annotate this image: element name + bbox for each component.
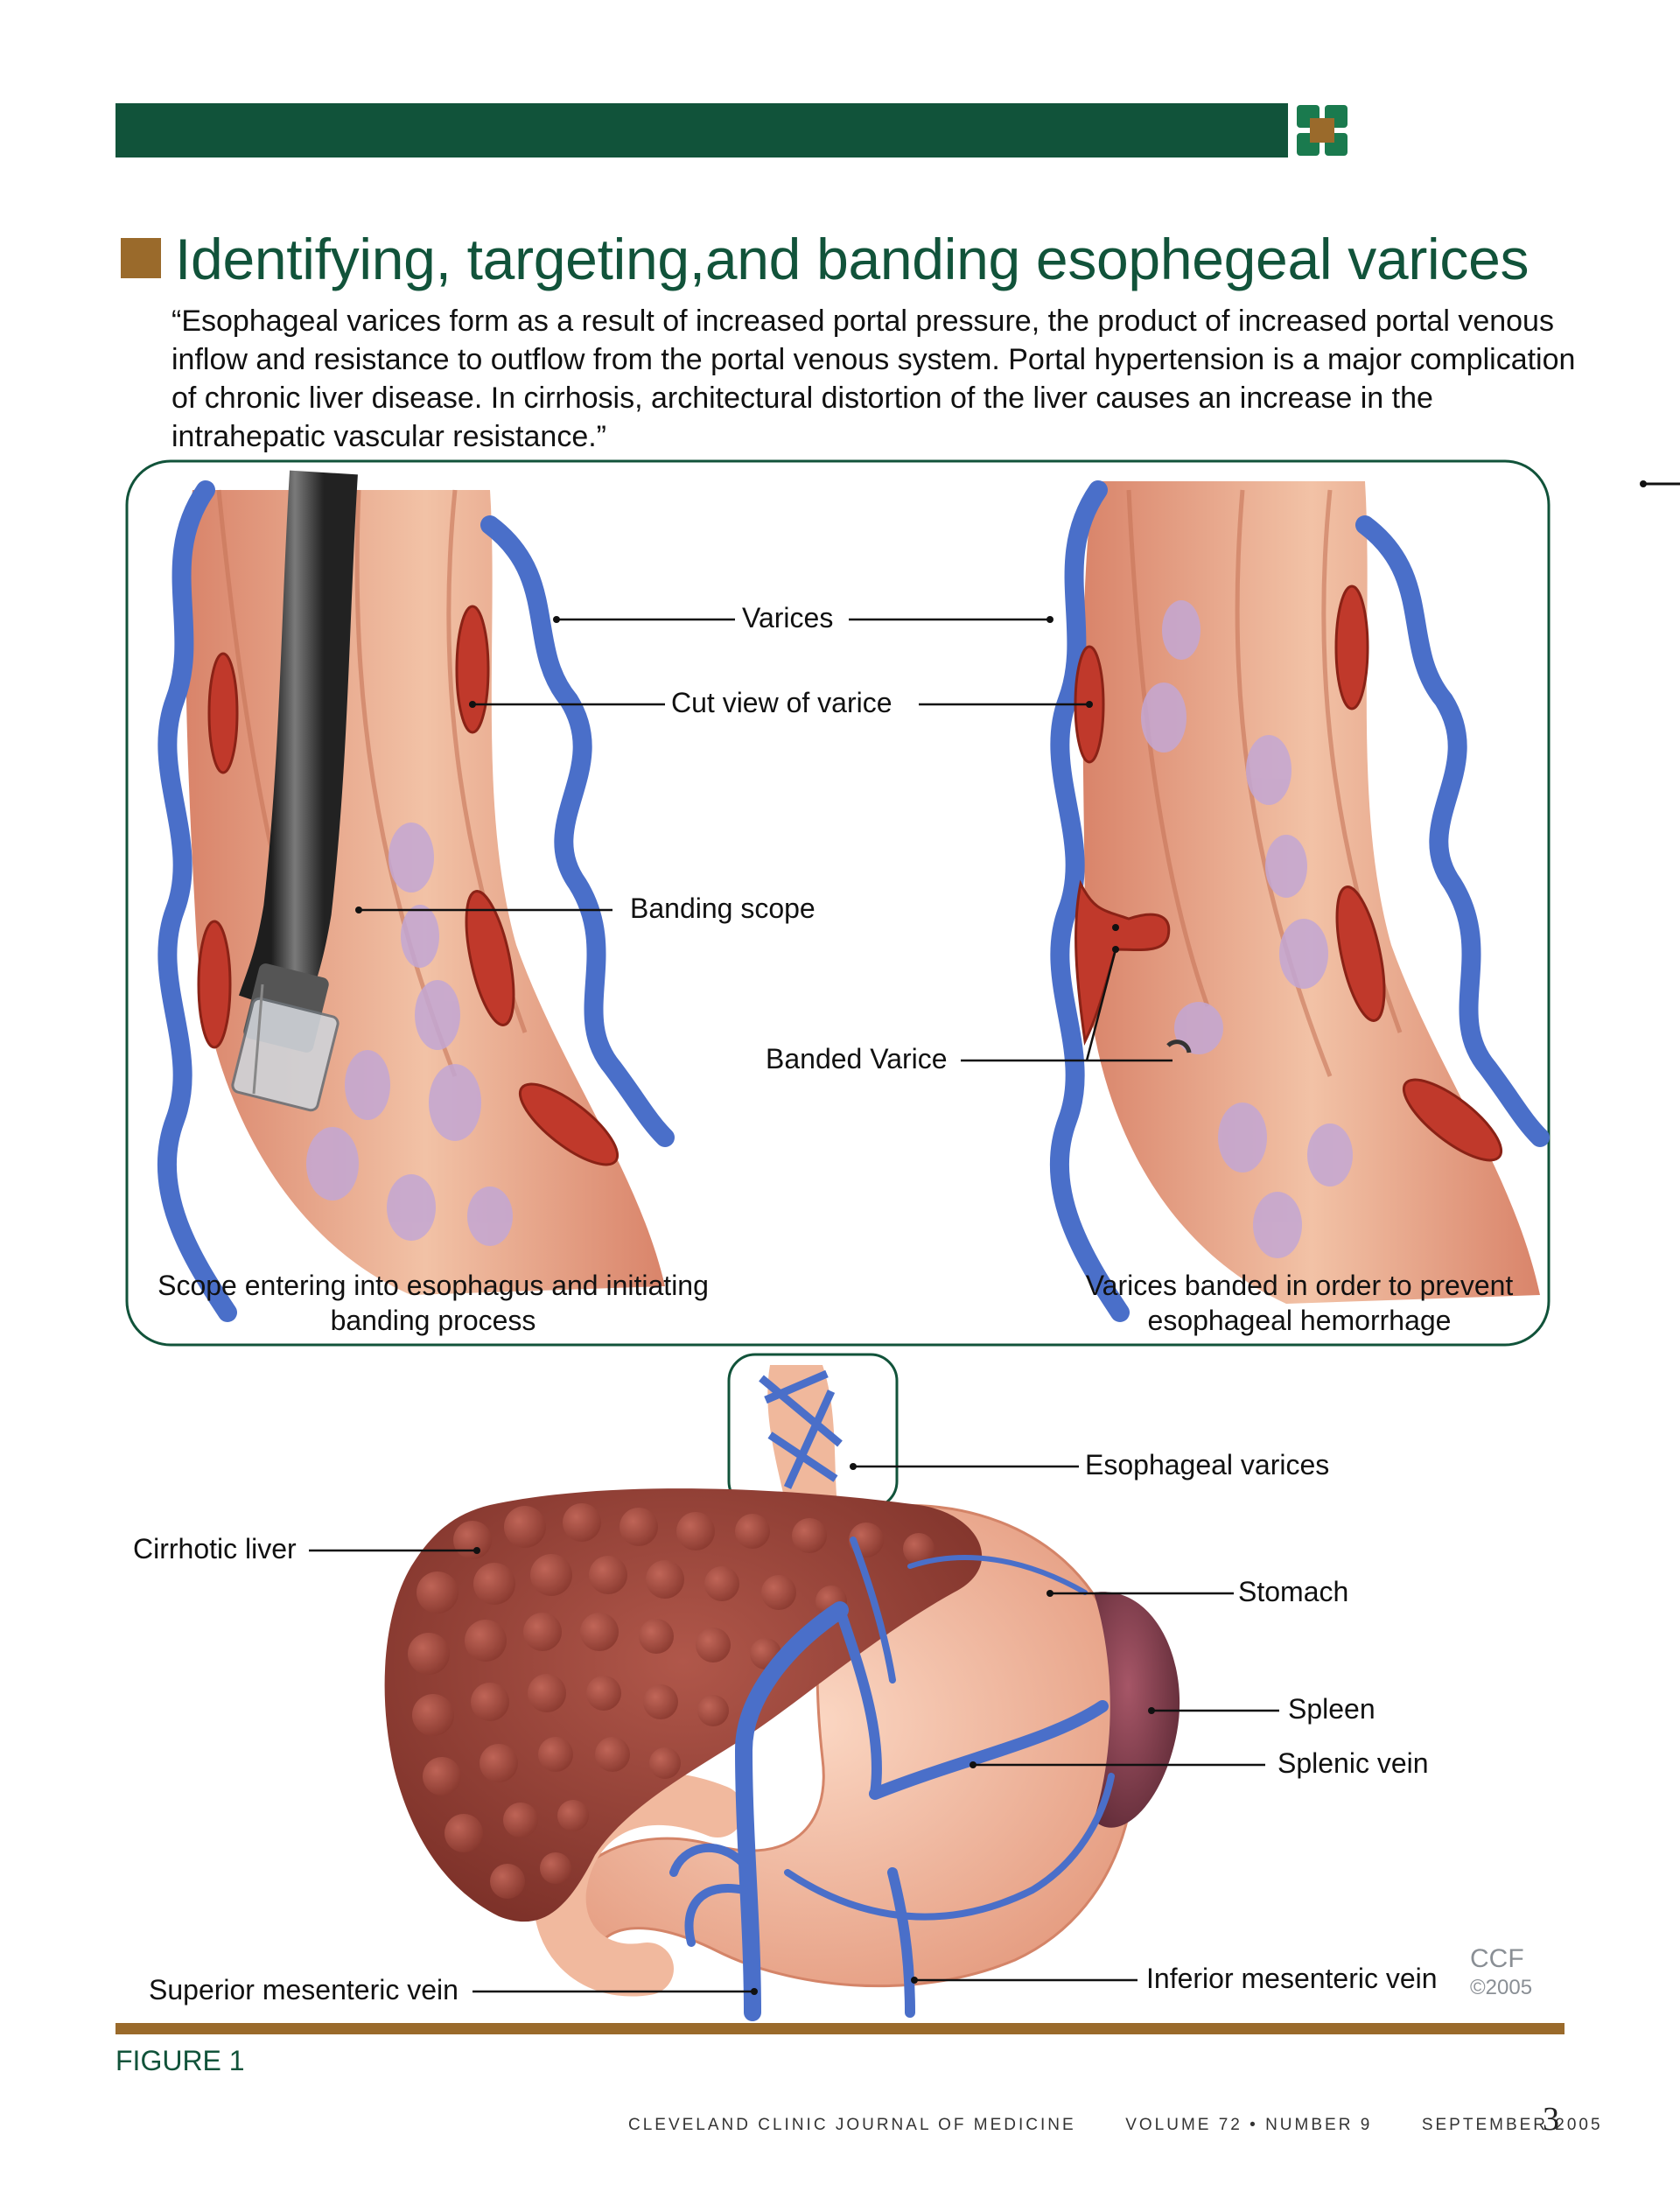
header-bar <box>116 103 1288 158</box>
esophageal-varices-figure <box>125 459 1680 2021</box>
label-esophageal-varices: Esophageal varices <box>1085 1449 1330 1480</box>
spleen <box>1094 1592 1180 1828</box>
caption-right-line-2: esophageal hemorrhage <box>1147 1305 1452 1336</box>
label-inferior-mesenteric-vein: Inferior mesenteric vein <box>1146 1963 1438 1994</box>
caption-right: Varices banded in order to prevent esoph… <box>1041 1268 1558 1338</box>
top-leader-lines <box>359 618 1172 1062</box>
bottom-rule <box>116 2023 1564 2034</box>
figure-label: FIGURE 1 <box>116 2045 245 2076</box>
credit-org: CCF <box>1470 1944 1524 1973</box>
caption-left-line-1: Scope entering into esophagus and initia… <box>158 1270 709 1301</box>
bottom-leader-lines <box>309 1465 1279 1993</box>
title-bullet <box>121 238 161 278</box>
label-splenic-vein: Splenic vein <box>1278 1747 1429 1779</box>
footer: CLEVELAND CLINIC JOURNAL OF MEDICINE VOL… <box>628 2116 1603 2135</box>
page-title: Identifying, targeting,and banding esoph… <box>175 227 1530 291</box>
label-banded-varice: Banded Varice <box>766 1043 948 1074</box>
intro-quote: “Esophageal varices form as a result of … <box>172 304 1576 453</box>
footer-journal: CLEVELAND CLINIC JOURNAL OF MEDICINE <box>628 2116 1076 2134</box>
footer-volume: VOLUME 72 • NUMBER 9 <box>1125 2116 1373 2134</box>
caption-right-line-1: Varices banded in order to prevent <box>1085 1270 1514 1301</box>
footer-date: SEPTEMBER 2005 <box>1421 2116 1603 2134</box>
label-varices: Varices <box>742 602 834 634</box>
portal-venous-system <box>669 1536 1115 2021</box>
figure-frame <box>125 459 1550 1347</box>
caption-left-line-2: banding process <box>330 1305 536 1336</box>
label-banding-scope: Banding scope <box>630 892 816 924</box>
esophagus-right <box>1049 480 1550 1322</box>
label-stomach: Stomach <box>1238 1576 1349 1607</box>
label-spleen: Spleen <box>1288 1693 1376 1725</box>
esophagus-left <box>157 470 675 1322</box>
cirrhotic-liver <box>384 1488 983 1922</box>
credit-year: ©2005 <box>1470 1976 1533 1999</box>
caption-left: Scope entering into esophagus and initia… <box>149 1268 718 1338</box>
label-cirrhotic-liver: Cirrhotic liver <box>133 1533 297 1564</box>
label-cut-view-of-varice: Cut view of varice <box>671 687 892 718</box>
label-superior-mesenteric-vein: Superior mesenteric vein <box>149 1974 458 2006</box>
page-number: 3 <box>1543 2101 1559 2138</box>
cleveland-clinic-logo-icon <box>1295 103 1349 158</box>
